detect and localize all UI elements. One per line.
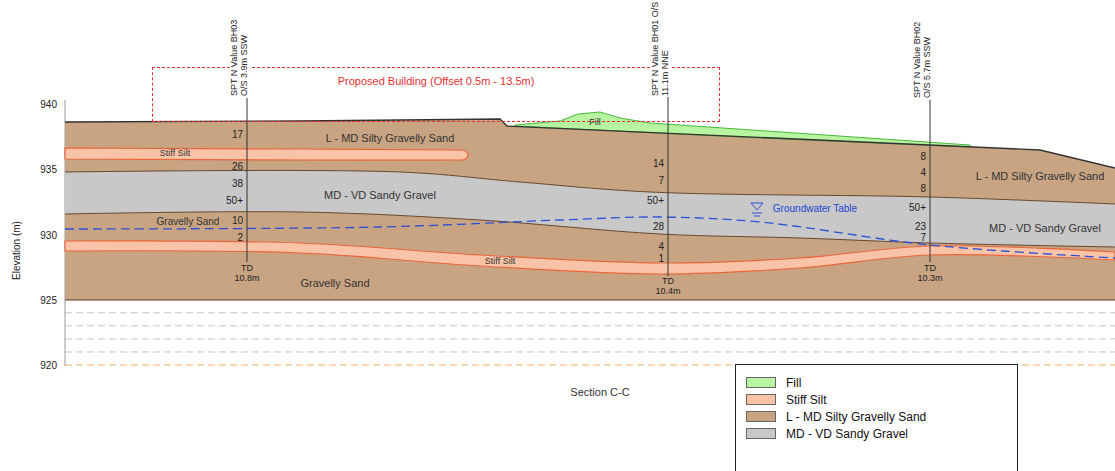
depth-label: TD 10.3m	[913, 264, 947, 284]
spt-value: 38	[232, 178, 243, 189]
ground-surface	[65, 119, 1115, 168]
borehole-label: SPT N Value BH02 O/S 5.7m SSW	[913, 5, 933, 99]
groundwater-label: Groundwater Table	[773, 203, 857, 214]
spt-value: 7	[920, 232, 926, 243]
borehole-line	[247, 98, 248, 262]
spt-value: 1	[658, 253, 664, 264]
silt-lens	[65, 148, 468, 160]
spt-value: 50+	[647, 195, 664, 206]
layer-boundary	[65, 170, 1115, 204]
layer-label: Stiff Silt	[485, 257, 515, 267]
axis-title: Elevation (m)	[11, 190, 22, 280]
spt-value: 10	[232, 215, 243, 226]
legend-swatch	[746, 377, 776, 388]
legend-text: Stiff Silt	[786, 393, 826, 407]
legend-row: L - MD Silty Gravelly Sand	[746, 408, 1017, 425]
spt-value: 4	[920, 167, 926, 178]
grid-line	[65, 351, 1115, 352]
legend-text: L - MD Silty Gravelly Sand	[786, 410, 926, 424]
axis-tick: 925	[40, 295, 57, 306]
silt-layer	[65, 241, 1115, 274]
grid-line	[65, 338, 1115, 339]
borehole-label: SPT N Value BH03 O/S 3.9m SSW	[230, 3, 250, 97]
legend-row: Stiff Silt	[746, 391, 1017, 408]
axis-tick: 940	[40, 99, 57, 110]
axis-tick: 935	[40, 164, 57, 175]
spt-value: 14	[653, 158, 664, 169]
depth-label: TD 10.4m	[651, 277, 685, 297]
section-caption: Section C-C	[570, 386, 629, 398]
groundwater-line	[65, 217, 1115, 258]
water-symbol	[751, 203, 763, 216]
layer-label: MD - VD Sandy Gravel	[989, 222, 1101, 234]
legend-row: MD - VD Sandy Gravel	[746, 425, 1017, 442]
layer-label: MD - VD Sandy Gravel	[324, 189, 436, 201]
layer-label: L - MD Silty Gravelly Sand	[976, 170, 1105, 182]
spt-value: 23	[915, 221, 926, 232]
spt-value: 50+	[909, 202, 926, 213]
gravel-layer	[65, 170, 1115, 247]
borehole-line	[930, 100, 931, 262]
legend-box: FillStiff Silt L - MD Silty Gravelly Sand…	[735, 364, 1018, 471]
legend-swatch	[746, 411, 776, 422]
layer-label: Fill	[589, 118, 601, 128]
spt-value: 28	[653, 221, 664, 232]
spt-value: 50+	[226, 195, 243, 206]
base-line	[65, 299, 1115, 300]
legend-row: Fill	[746, 374, 1017, 391]
spt-value: 26	[232, 161, 243, 172]
spt-value: 17	[232, 129, 243, 140]
legend-swatch	[746, 428, 776, 439]
grid-line	[65, 325, 1115, 326]
layer-label: Gravelly Sand	[300, 277, 369, 289]
spt-value: 8	[920, 151, 926, 162]
legend-swatch	[746, 394, 776, 405]
legend-text: Fill	[786, 376, 801, 390]
depth-label: TD 10.8m	[230, 264, 264, 284]
spt-value: 7	[658, 175, 664, 186]
spt-value: 8	[920, 183, 926, 194]
layer-label: L - MD Silty Gravelly Sand	[326, 132, 455, 144]
axis-tick: 930	[40, 230, 57, 241]
sand-layer	[65, 119, 1115, 300]
axis-tick: 920	[40, 360, 57, 371]
layer-label: Stiff Silt	[160, 149, 190, 159]
spt-value: 4	[658, 241, 664, 252]
spt-value: 2	[237, 232, 243, 243]
legend-text: MD - VD Sandy Gravel	[786, 427, 908, 441]
layer-label: Gravelly Sand	[157, 216, 220, 227]
grid-line	[65, 312, 1115, 313]
borehole-label: SPT N Value BH01 O/S 11.1m NNE	[651, 0, 671, 97]
